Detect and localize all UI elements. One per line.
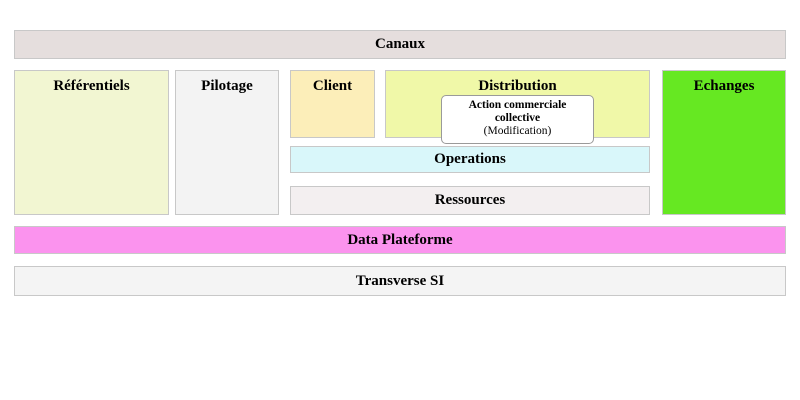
layer-client[interactable]: Client	[290, 70, 375, 138]
layer-ressources[interactable]: Ressources	[290, 186, 650, 215]
layer-data-plateforme-label: Data Plateforme	[347, 231, 453, 248]
layer-referentiels-label: Référentiels	[53, 78, 130, 94]
layer-distribution[interactable]: Distribution Action commerciale collecti…	[385, 70, 650, 144]
highlighted-process-title: Action commerciale collective	[468, 99, 567, 125]
layer-operations[interactable]: Operations	[290, 146, 650, 173]
layer-referentiels[interactable]: Référentiels	[14, 70, 169, 215]
layer-pilotage-label: Pilotage	[201, 78, 253, 94]
layer-transverse-si[interactable]: Transverse SI	[14, 266, 786, 296]
highlighted-process-card[interactable]: Action commerciale collective (Modificat…	[441, 95, 594, 144]
layer-client-label: Client	[312, 78, 353, 94]
layer-echanges-label: Echanges	[693, 78, 755, 94]
layer-ressources-label: Ressources	[434, 192, 506, 208]
layer-operations-label: Operations	[434, 151, 506, 167]
layer-distribution-label: Distribution	[478, 78, 557, 94]
layer-pilotage[interactable]: Pilotage	[175, 70, 279, 215]
layer-echanges[interactable]: Echanges	[662, 70, 786, 215]
layer-data-plateforme[interactable]: Data Plateforme	[14, 226, 786, 254]
layer-transverse-si-label: Transverse SI	[355, 272, 445, 289]
layer-canaux-label: Canaux	[374, 36, 426, 52]
highlighted-process-subtitle: (Modification)	[483, 125, 552, 138]
layer-canaux[interactable]: Canaux	[14, 30, 786, 59]
